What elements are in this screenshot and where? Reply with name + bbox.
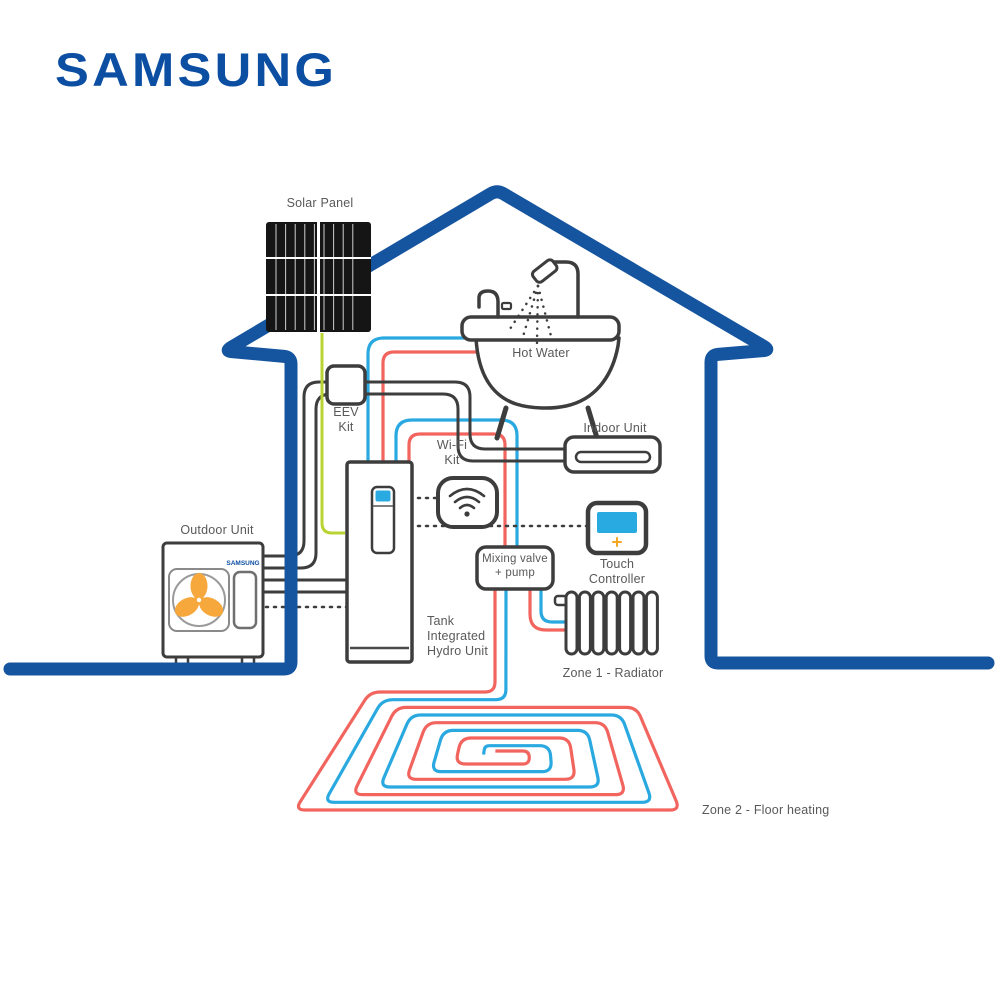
radiator-pipe-hot — [528, 585, 574, 632]
house-outline-path — [3, 185, 995, 676]
devices-layer — [325, 258, 662, 664]
bathtub-leg — [494, 405, 509, 441]
mixing-valve-icon — [475, 545, 555, 591]
label-eev-kit: EEV — [333, 405, 359, 419]
solar-cable — [320, 333, 345, 535]
bathtub-body — [474, 336, 621, 410]
refrigerant-pipe — [258, 380, 567, 558]
outdoor-unit-brand-text: SAMSUNG — [226, 560, 259, 567]
radiator-fin — [631, 590, 646, 656]
house-outline — [3, 185, 995, 676]
shower-spray-dots — [506, 284, 540, 334]
dhw-pipe-cold — [366, 336, 488, 472]
label-touch-controller: Controller — [588, 572, 646, 586]
radiator-pipe-cold — [539, 585, 574, 624]
eev-kit-icon — [325, 364, 367, 406]
tank-display-screen — [375, 490, 391, 502]
label-wifi-kit: Wi-Fi — [436, 438, 468, 452]
solar-cable-path — [320, 333, 345, 535]
label-indoor-unit: Indoor Unit — [583, 421, 647, 435]
label-solar-panel: Solar Panel — [286, 196, 354, 210]
touch-controller-icon — [585, 500, 649, 556]
tank-hydro-unit-icon — [345, 460, 414, 664]
wifi-icon — [448, 487, 486, 510]
shower-spray-dots — [535, 284, 540, 345]
shower-spray-dots — [536, 284, 553, 338]
faucet-icon — [477, 289, 500, 319]
radiator-icon — [553, 590, 659, 656]
radiator-fin — [604, 590, 619, 656]
label-wifi-kit: Kit — [444, 453, 460, 467]
label-tank-hydro-unit: Hydro Unit — [427, 644, 489, 658]
label-mixing-valve: + pump — [495, 567, 535, 579]
shower-head — [530, 258, 559, 284]
label-mixing-valve: Mixing valve — [482, 553, 548, 565]
floor-heating-pipe-cold — [326, 584, 652, 804]
bathtub-leg — [585, 405, 600, 441]
wifi-kit-icon — [436, 476, 499, 529]
controller-screen — [597, 512, 637, 533]
radiator-fin — [644, 590, 659, 656]
label-zone2-floor-heating: Zone 2 - Floor heating — [702, 803, 830, 817]
dhw-pipe-hot — [381, 350, 488, 472]
samsung-logo: SAMSUNG — [55, 43, 338, 96]
radiator-fin — [577, 590, 592, 656]
label-outdoor-unit: Outdoor Unit — [180, 523, 254, 537]
faucet-knob — [500, 301, 513, 311]
pipes-layer — [256, 336, 679, 812]
indoor-unit-icon — [563, 435, 662, 474]
shower-spray-dots — [520, 284, 540, 342]
fan-icon — [174, 573, 224, 617]
outdoor-unit-grille — [232, 570, 258, 630]
bathtub-icon — [460, 258, 621, 441]
radiator-fin — [564, 590, 579, 656]
label-hot-water: Hot Water — [512, 346, 570, 360]
refrigerant-pipe — [258, 392, 567, 570]
label-tank-hydro-unit: Integrated — [427, 629, 486, 643]
solar-panel-icon — [266, 222, 371, 332]
label-eev-kit: Kit — [338, 420, 354, 434]
bathtub-rim — [460, 315, 621, 342]
label-zone1-radiator: Zone 1 - Radiator — [562, 666, 664, 680]
radiator-fin — [591, 590, 606, 656]
outdoor-unit-icon: SAMSUNG — [161, 541, 265, 667]
label-tank-hydro-unit: Tank — [427, 614, 455, 628]
plus-icon — [612, 537, 622, 547]
floor-heating-pipe-hot — [296, 584, 679, 812]
label-touch-controller: Touch — [599, 557, 635, 571]
radiator-fin — [618, 590, 633, 656]
shower-arm — [545, 260, 580, 319]
